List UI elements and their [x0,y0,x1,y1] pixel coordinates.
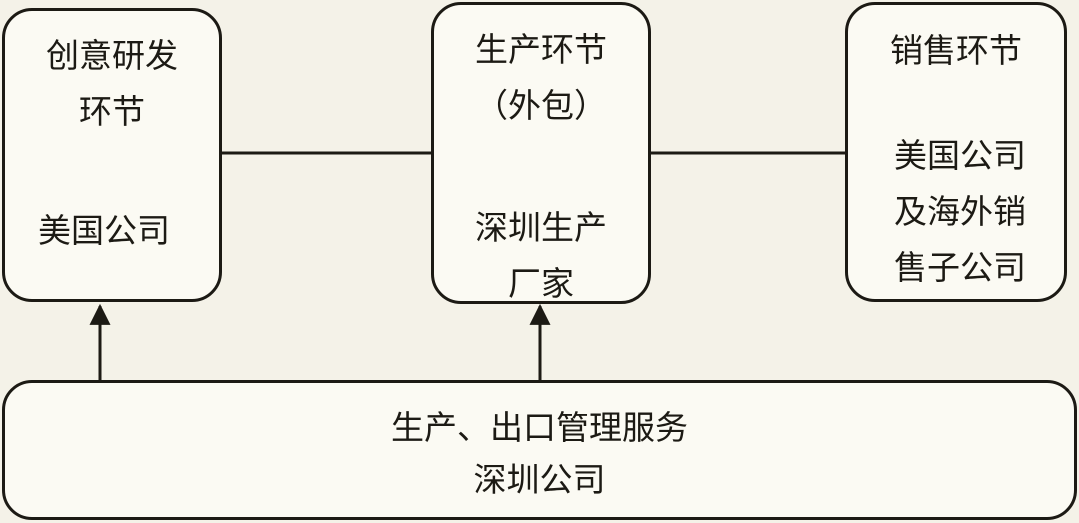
production-stage-title: 生产环节 （外包） [431,22,651,134]
sales-stage-box [845,2,1067,302]
production-stage-title-line: 生产环节 [475,30,607,69]
production-stage-title-line: （外包） [475,86,607,125]
sales-company-line: 美国公司 [894,136,1026,175]
rnd-stage-title-line: 环节 [79,92,145,131]
sales-stage-title: 销售环节 [890,31,1022,70]
rnd-stage-title: 创意研发 环节 [2,28,222,140]
production-stage-box [431,2,651,304]
rnd-company-label: 美国公司 [38,211,170,250]
production-company-line: 深圳生产 [475,208,607,247]
rnd-stage-title-line: 创意研发 [46,36,178,75]
sales-company-line: 售子公司 [894,248,1026,287]
services-company-label: 深圳公司 [473,460,606,499]
production-company-line: 厂家 [508,264,574,303]
rnd-stage-box [2,8,222,302]
sales-company-label: 美国公司 及海外销 售子公司 [875,128,1045,296]
production-company-label: 深圳生产 厂家 [431,200,651,312]
services-label: 生产、出口管理服务 [391,408,688,447]
services-box [2,380,1077,520]
sales-company-line: 及海外销 [894,192,1026,231]
